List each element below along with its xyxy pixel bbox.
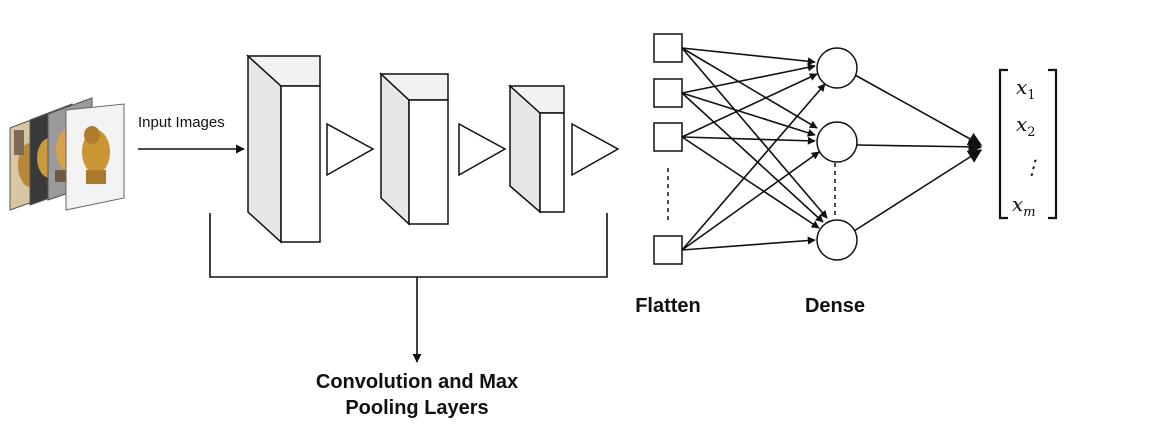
flatten-dense-connections [681, 47, 828, 251]
dense-node [816, 47, 858, 89]
flatten-label: Flatten [635, 295, 701, 317]
flatten-node [653, 78, 683, 108]
conv-block-1 [246, 54, 321, 244]
dense-column [816, 47, 858, 261]
right-bracket [1048, 68, 1058, 220]
conv-label-line2: Pooling Layers [345, 397, 488, 419]
output-entry-2: x2 [1016, 112, 1036, 140]
conv-block-3 [508, 84, 565, 214]
conv-label-line1: Convolution and Max [316, 371, 518, 393]
left-bracket [998, 68, 1008, 220]
output-entry-1: x1 [1016, 75, 1036, 103]
dense-label: Dense [805, 295, 865, 317]
pool-triangle-2 [458, 122, 507, 177]
output-entry-m: xm [1012, 192, 1036, 220]
flatten-node [653, 33, 683, 63]
flatten-column [653, 33, 683, 265]
input-images-label: Input Images [138, 114, 225, 131]
conv-bracket [209, 213, 608, 278]
input-image-4 [65, 103, 125, 211]
conv-block-2 [379, 72, 449, 226]
flatten-node [653, 122, 683, 152]
pool-triangle-3 [571, 122, 620, 177]
input-images-stack [9, 97, 125, 211]
pool-triangle-1 [326, 122, 375, 177]
flatten-node [653, 235, 683, 265]
output-vdots: ⋮ [1022, 155, 1042, 179]
dense-output-connections [853, 74, 983, 232]
output-vector: x1 x2 ⋮ xm [998, 68, 1058, 220]
dense-node [816, 121, 858, 163]
dense-node [816, 219, 858, 261]
